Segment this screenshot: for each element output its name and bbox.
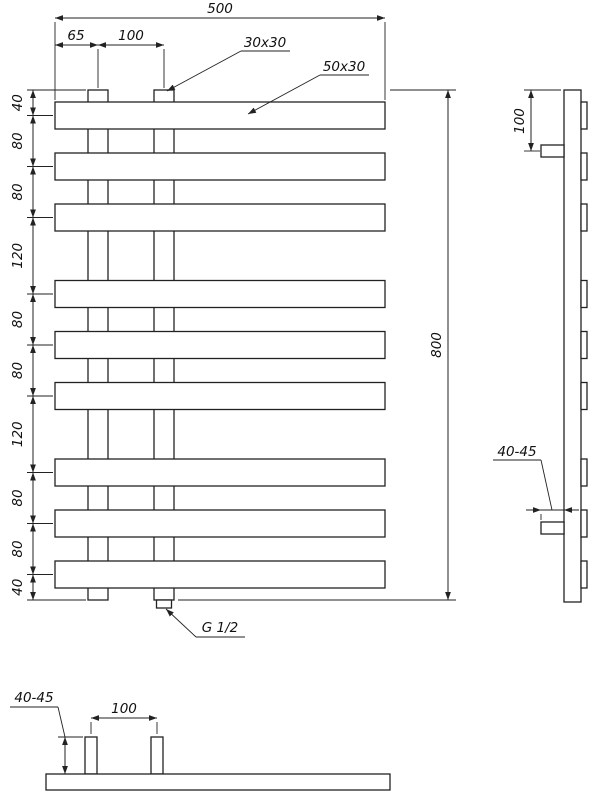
rung xyxy=(54,279,386,309)
height-dimension: 800 xyxy=(178,89,456,601)
rung-spacing-label: 80 xyxy=(10,132,26,149)
stub-spacing-label: 100 xyxy=(111,701,137,717)
bracket-offset-label: 100 xyxy=(512,108,528,134)
rung-spacing-label: 40 xyxy=(10,94,26,111)
rung xyxy=(54,381,386,411)
rung-spacing-label: 80 xyxy=(10,183,26,200)
rung-edge xyxy=(580,152,588,181)
front-view: 500 65 100 30x30 50x30 800 xyxy=(10,1,456,638)
rung-edge xyxy=(580,203,588,232)
side-view: 100 40-45 xyxy=(493,89,588,603)
rung-edge xyxy=(580,509,588,538)
rung-edge xyxy=(580,101,588,130)
rung xyxy=(54,509,386,538)
stub-spacing-dimension: 100 xyxy=(90,701,158,734)
stub-length-dimension: 40-45 xyxy=(10,690,83,774)
rung-edge xyxy=(580,330,588,360)
bottom-rail xyxy=(45,773,391,791)
rung-edge xyxy=(580,381,588,411)
bottom-view: 100 40-45 xyxy=(10,690,391,791)
post-spacing-label: 100 xyxy=(118,28,144,44)
bracket-offset-dimension: 100 xyxy=(512,89,561,152)
rung xyxy=(54,101,386,130)
rung-spacing-label: 80 xyxy=(10,489,26,506)
overall-height-label: 800 xyxy=(429,332,445,358)
rung-spacing-label: 40 xyxy=(10,579,26,596)
wall-bracket-bottom xyxy=(540,521,565,535)
thread-callout: G 1/2 xyxy=(165,608,245,638)
rung-spacing-label: 120 xyxy=(10,243,26,269)
post-profile-callout: 30x30 xyxy=(166,35,290,92)
rung-edge xyxy=(580,279,588,309)
rung-profile-callout: 50x30 xyxy=(247,59,369,115)
wall-distance-dimension: 40-45 xyxy=(493,444,579,520)
connection-stub xyxy=(150,736,164,775)
rung-spacing-chain: 40 80 80 120 80 80 120 80 80 40 xyxy=(10,89,86,601)
rung-spacing-label: 120 xyxy=(10,421,26,447)
connection-stub xyxy=(84,736,98,775)
rung-profile-label: 50x30 xyxy=(323,59,365,75)
width-dimension: 500 xyxy=(54,1,386,100)
rung-edge xyxy=(580,458,588,487)
rung xyxy=(54,203,386,232)
post-profile-label: 30x30 xyxy=(244,35,286,51)
rung xyxy=(54,458,386,487)
rung-edge xyxy=(580,560,588,589)
rung xyxy=(54,330,386,360)
rung-spacing-label: 80 xyxy=(10,311,26,328)
wall-distance-label: 40-45 xyxy=(497,444,536,460)
overall-width-label: 500 xyxy=(207,1,233,17)
wall-bracket-top xyxy=(540,144,565,158)
rung-spacing-label: 80 xyxy=(10,362,26,379)
post-position-dimensions: 65 100 xyxy=(55,28,165,88)
thread-size-label: G 1/2 xyxy=(202,620,238,636)
rung xyxy=(54,152,386,181)
post-offset-label: 65 xyxy=(67,28,84,44)
side-panel xyxy=(563,89,582,603)
rung xyxy=(54,560,386,589)
bottom-fitting xyxy=(155,599,173,609)
stub-length-label: 40-45 xyxy=(14,690,53,706)
rung-spacing-label: 80 xyxy=(10,540,26,557)
